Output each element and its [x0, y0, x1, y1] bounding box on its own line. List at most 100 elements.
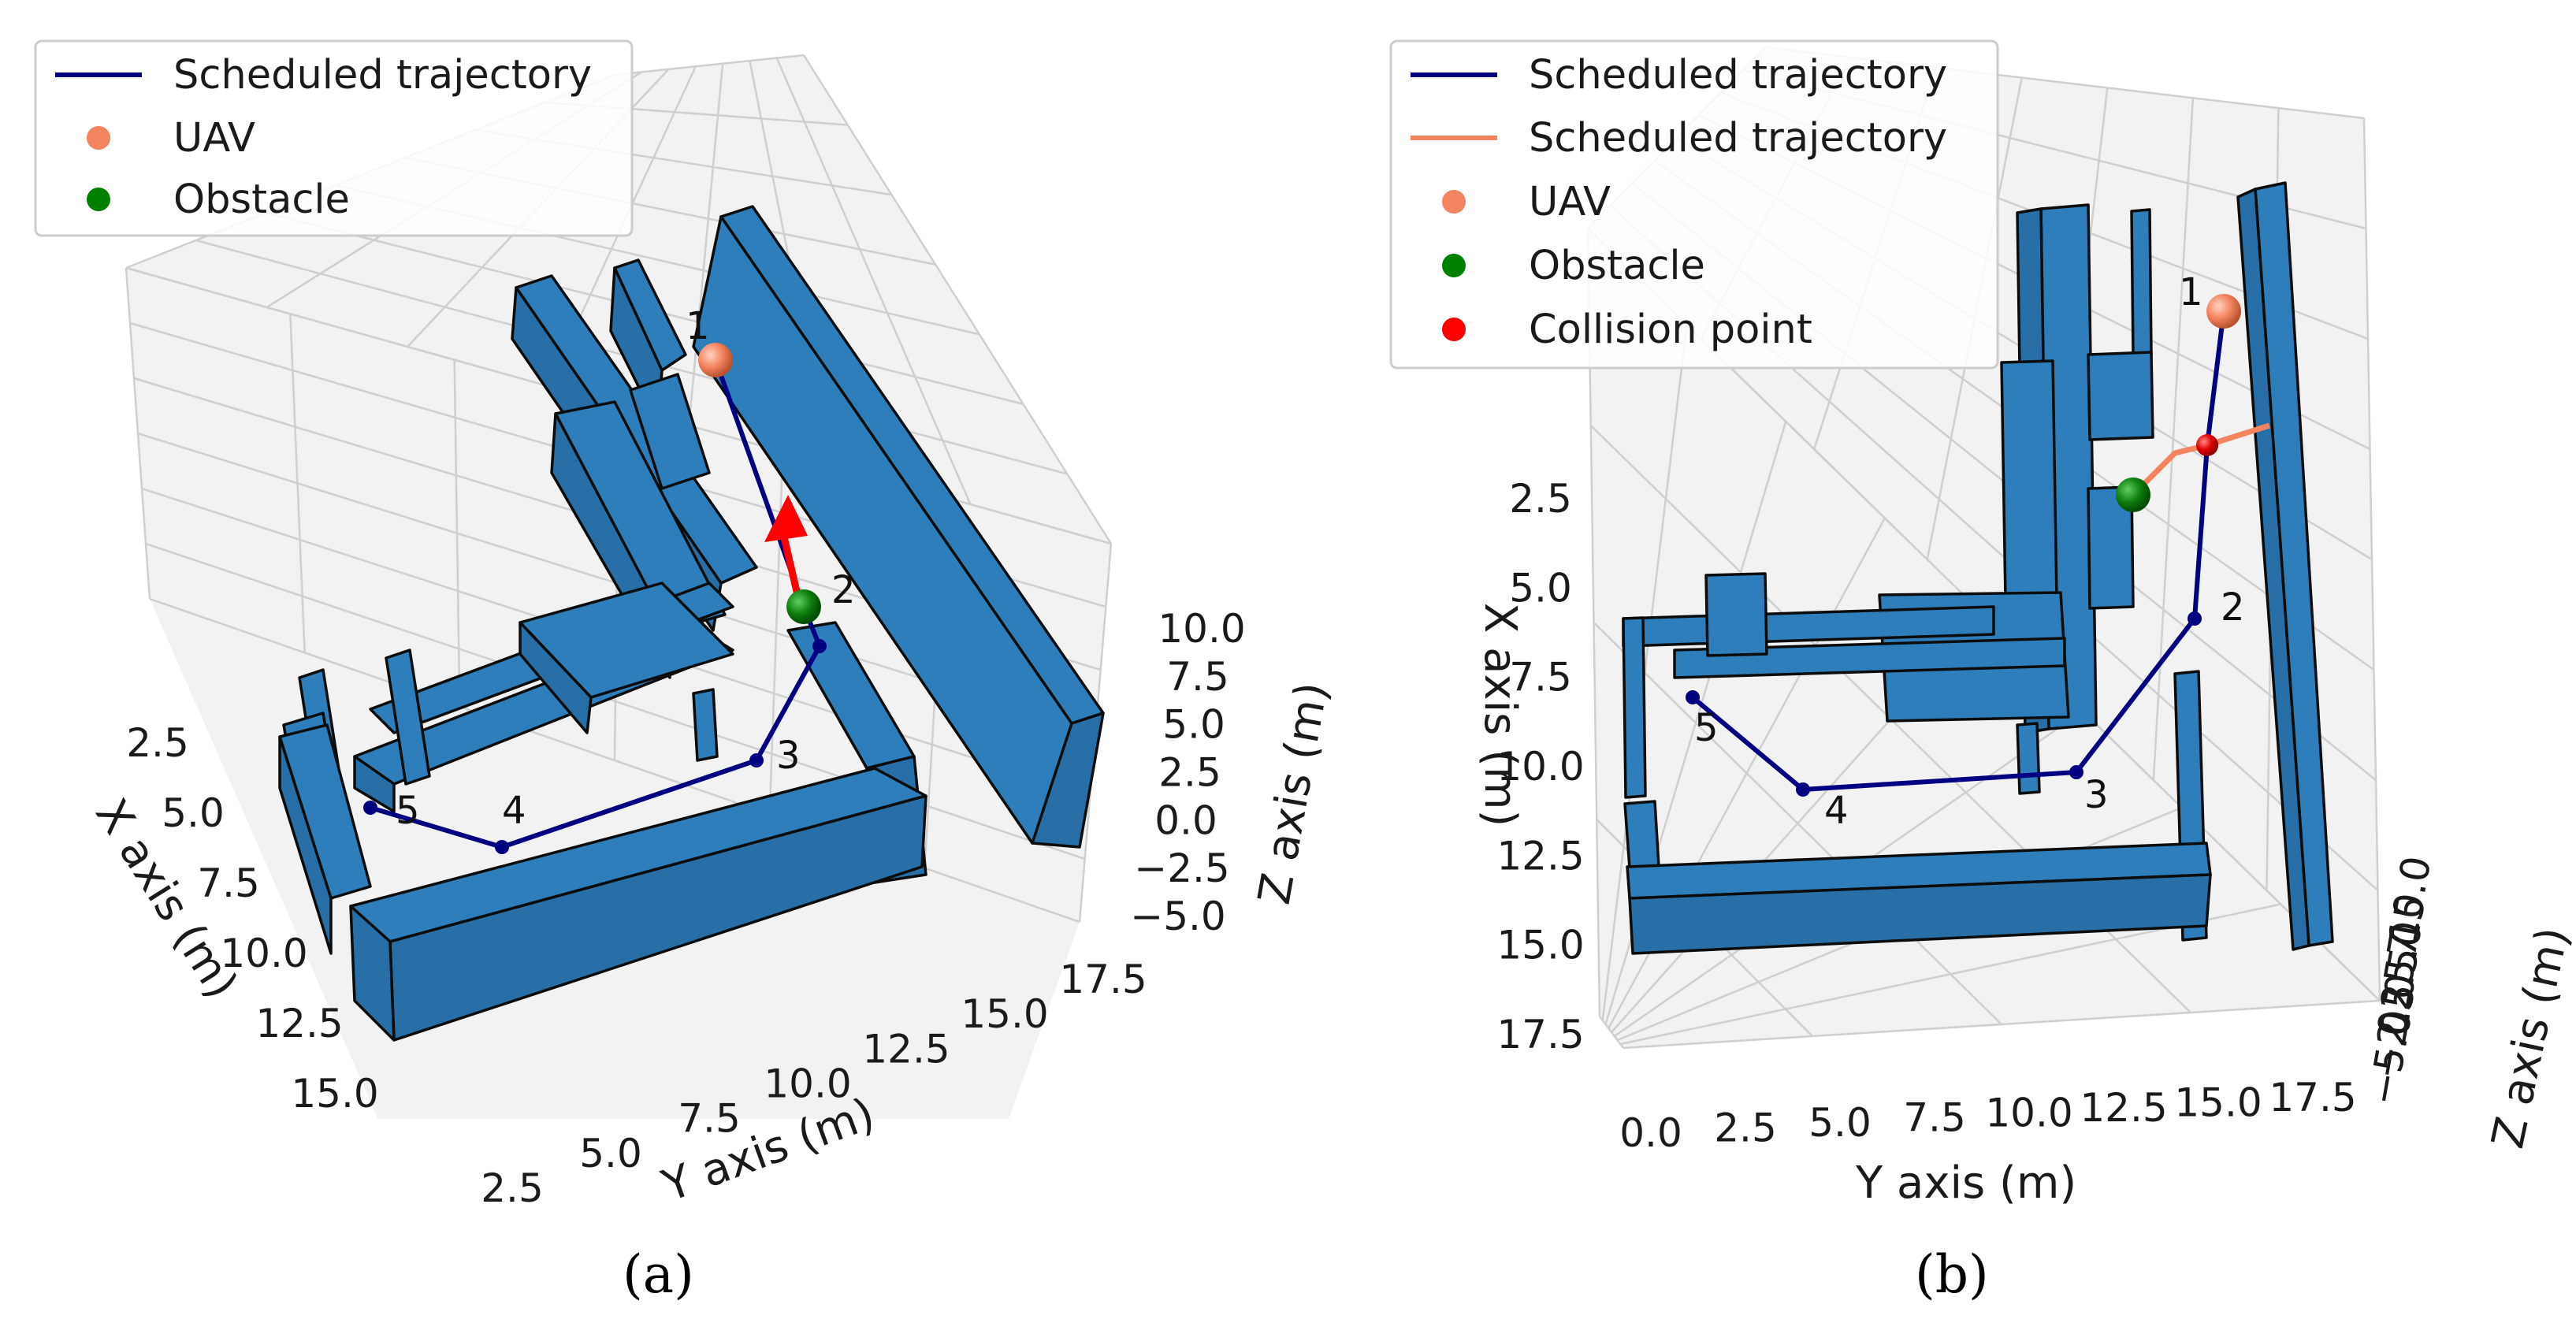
buildings-b — [1622, 181, 2334, 955]
b-y-tick-7: 17.5 — [2269, 1075, 2356, 1120]
a-x-tick-1: 5.0 — [162, 790, 225, 836]
b-y-tick-2: 5.0 — [1808, 1100, 1872, 1146]
panel-label-a: (a) — [623, 1244, 694, 1305]
a-x-tick-3: 10.0 — [220, 931, 307, 976]
trajectory-b-node-2 — [2069, 765, 2083, 779]
legend-b-dot-obstacle — [1442, 254, 1466, 277]
a-y-tick-3: 10.0 — [764, 1061, 851, 1107]
panel-a: 1 2 3 4 5 2.55.07.510.012.515.02.55.07.5… — [34, 39, 1338, 1305]
legend-a-text-trajectory: Scheduled trajectory — [173, 52, 592, 98]
building-b-tab-1 — [2087, 351, 2154, 441]
legend-b-text-collision: Collision point — [1529, 307, 1812, 353]
building-b-thin-post — [2130, 208, 2153, 358]
waypoint-label-a-3: 3 — [776, 734, 801, 778]
x-axis-label-b: X axis (m) — [1474, 603, 1526, 827]
z-axis-label-a: Z axis (m) — [1249, 678, 1338, 908]
trajectory-a-node-4 — [363, 801, 377, 815]
building-a-panel-2 — [629, 373, 711, 490]
building-a-post-1 — [385, 648, 431, 786]
b-y-tick-0: 0.0 — [1619, 1110, 1682, 1156]
a-y-tick-6: 17.5 — [1059, 957, 1147, 1002]
b-y-tick-1: 2.5 — [1714, 1106, 1777, 1151]
panel-label-b: (b) — [1915, 1244, 1989, 1305]
obstacle-marker-b — [2116, 478, 2150, 512]
a-y-tick-4: 12.5 — [862, 1026, 950, 1072]
trajectory-b-node-3 — [1796, 782, 1810, 797]
trajectory-a-node-1 — [812, 639, 827, 653]
b-z-tick-1: 7.5 — [2379, 891, 2435, 961]
building-b-tab-2 — [2087, 485, 2135, 610]
obstacle-marker-a — [786, 589, 821, 624]
building-b-post-bottom — [2016, 722, 2041, 795]
legend-b-dot-collision — [1442, 318, 1466, 341]
trajectory-a-node-3 — [495, 840, 509, 854]
waypoint-label-a-2: 2 — [831, 568, 856, 612]
b-z-tick-3: 2.5 — [2372, 944, 2428, 1013]
legend-a-text-uav: UAV — [173, 115, 255, 162]
b-z-tick-4: 0.0 — [2369, 970, 2425, 1039]
building-b-block-left — [2000, 359, 2058, 602]
waypoint-label-b-1: 1 — [2179, 270, 2203, 314]
legend-b-text-trajectory-2: Scheduled trajectory — [1529, 115, 1947, 162]
a-back-grid-v-6 — [775, 58, 972, 505]
b-x-tick-4: 12.5 — [1496, 833, 1584, 879]
ticks-a: 2.55.07.510.012.515.02.55.07.510.012.515… — [126, 606, 1245, 1211]
legend-b-text-trajectory: Scheduled trajectory — [1529, 52, 1947, 98]
legend-frame-a — [34, 39, 634, 237]
b-x-tick-3: 10.0 — [1496, 744, 1584, 790]
b-x-tick-1: 5.0 — [1509, 565, 1572, 611]
a-z-tick-6: −5.0 — [1130, 894, 1225, 939]
a-z-tick-2: 5.0 — [1162, 702, 1225, 748]
buildings-a — [278, 205, 1105, 1042]
building-b-u-left — [1623, 800, 1660, 870]
building-a-post-4 — [692, 688, 719, 762]
building-b-right-wall-face — [2236, 188, 2310, 951]
waypoint-label-a-1: 1 — [686, 304, 710, 348]
legend-a-dot-obstacle — [87, 188, 110, 211]
building-a-cube-side — [519, 621, 593, 734]
a-z-tick-5: −2.5 — [1134, 845, 1229, 891]
a-back-grid-v-4 — [688, 63, 724, 426]
legend-b-text-uav: UAV — [1529, 179, 1611, 225]
building-a-u-front-end — [349, 905, 396, 1042]
legend-a: Scheduled trajectory UAV Obstacle — [34, 39, 634, 237]
a-x-tick-5: 15.0 — [291, 1071, 378, 1117]
building-b-bar-3 — [1704, 572, 1768, 657]
trajectory-a-node-2 — [749, 753, 764, 767]
uav-marker-a — [698, 343, 733, 377]
b-x-tick-5: 15.0 — [1496, 923, 1584, 968]
trajectory-b-node-4 — [1686, 690, 1700, 704]
b-y-tick-4: 10.0 — [1985, 1090, 2072, 1135]
trajectory-b-node-1 — [2188, 611, 2202, 626]
building-a-arm-side — [353, 755, 396, 813]
trajectory-b — [1686, 310, 2271, 797]
a-z-tick-4: 0.0 — [1154, 797, 1217, 843]
b-floor-grid-v-8 — [1623, 999, 2381, 1050]
a-back-grid-u-7 — [614, 54, 805, 76]
a-y-tick-5: 15.0 — [961, 991, 1048, 1037]
b-z-tick-2: 5.0 — [2375, 918, 2431, 987]
a-wall-grid-v-1 — [289, 314, 306, 653]
b-x-tick-2: 7.5 — [1509, 655, 1572, 701]
a-back-grid-v-7 — [802, 54, 1113, 544]
legend-b-dot-uav — [1442, 190, 1466, 214]
building-a-right-wall-face — [692, 215, 1073, 845]
obstacle-arrow-head-a — [764, 495, 808, 542]
obstacle-path-b-line — [2131, 422, 2271, 497]
building-b-bar-2 — [1673, 637, 2066, 679]
y-axis-label-b: Y axis (m) — [1855, 1158, 2076, 1209]
legend-a-text-obstacle: Obstacle — [173, 177, 350, 223]
a-z-tick-0: 10.0 — [1158, 606, 1245, 652]
uav-marker-b — [2206, 294, 2241, 329]
a-y-tick-1: 5.0 — [579, 1131, 642, 1176]
a-x-tick-0: 2.5 — [126, 720, 189, 766]
a-z-tick-3: 2.5 — [1158, 750, 1221, 796]
waypoint-label-a-5: 5 — [396, 789, 420, 833]
a-y-tick-2: 7.5 — [678, 1096, 741, 1142]
trajectory-b-line — [1691, 310, 2226, 792]
b-y-tick-6: 15.0 — [2174, 1080, 2262, 1125]
waypoint-label-b-2: 2 — [2221, 585, 2245, 630]
legend-a-dot-uav — [87, 126, 110, 150]
legend-frame-b — [1389, 39, 1999, 370]
